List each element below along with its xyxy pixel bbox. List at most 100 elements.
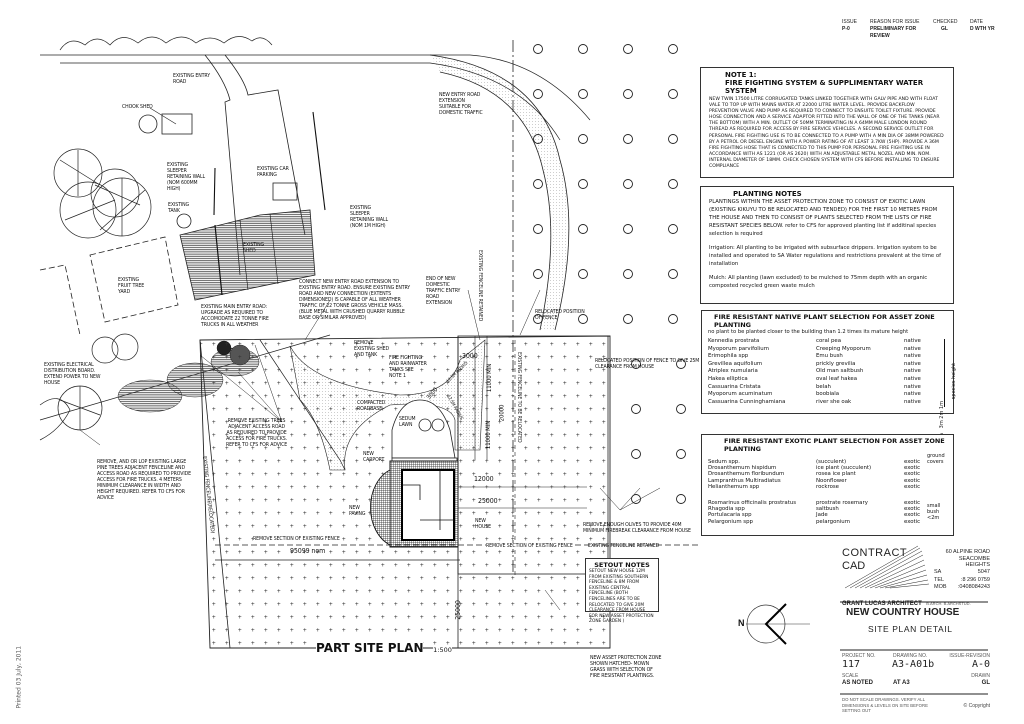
copyright-text: Copyright xyxy=(968,703,990,709)
plant-type: native xyxy=(904,383,921,390)
label-sedum-lawn: SEDUM LAWN xyxy=(399,416,416,428)
label-main-entry-road: EXISTING MAIN ENTRY ROAD: UPGRADE AS REQ… xyxy=(201,304,269,328)
note1-heading: NOTE 1: xyxy=(725,71,757,79)
dim-12000: 12000 xyxy=(474,475,494,483)
label-new-house: NEW HOUSE xyxy=(475,518,492,530)
plant-common: rockrose xyxy=(816,483,840,490)
label-new-carport: NEW CARPORT xyxy=(363,451,385,463)
plant-botanical: Myoporum parvifolium xyxy=(708,345,769,352)
firm-name-line1: CONTRACT xyxy=(842,547,908,559)
dim-25000: 25000 xyxy=(478,497,498,505)
rev-issue: P-0 xyxy=(842,26,850,32)
label-remove-trees-access: REMOVE EXISTING TREES ADJACENT ACCESS RO… xyxy=(226,418,288,448)
plant-type: exotic xyxy=(904,518,921,525)
dim-95099: 95099 nom xyxy=(290,547,326,555)
plant-botanical: Drosanthemum hispidum xyxy=(708,465,777,472)
plant-botanical: Cassuarina Cunninghamiana xyxy=(708,398,786,405)
native-plants-title: FIRE RESISTANT NATIVE PLANT SELECTION FO… xyxy=(714,313,935,329)
planting-notes-para2: Irrigation: All planting to be irrigated… xyxy=(709,245,941,267)
label-fenceline-retained-horizontal: EXISTING FENCELINE RETAINED xyxy=(588,543,660,549)
label-fruit-tree-yard: EXISTING FRUIT TREE YARD xyxy=(118,277,145,295)
plant-botanical: Myoporum acuminatum xyxy=(708,391,773,398)
label-compacted-roadbase: COMPACTED ROADBASE xyxy=(357,400,386,412)
plant-type: exotic xyxy=(904,512,921,519)
architect-quals: B.ARCH. B.ARCHSTUD. xyxy=(926,601,971,606)
plant-botanical: Sedum spp. xyxy=(708,459,740,465)
plant-type: exotic xyxy=(904,483,921,490)
copyright-icon: © xyxy=(963,703,968,709)
plant-type: exotic xyxy=(904,506,921,513)
label-remove-shed-tank: REMOVE EXISTING SHED AND TANK xyxy=(354,340,390,358)
firm-address: 60 ALPINE ROAD SEACOMBE HEIGHTS SA 5047 … xyxy=(934,549,990,590)
exotic-plants-box: FIRE RESISTANT EXOTIC PLANT SELECTION FO… xyxy=(701,434,954,536)
setout-notes-title: SETOUT NOTES xyxy=(594,561,650,569)
architect-line: GRANT LUCAS ARCHITECT B.ARCH. B.ARCHSTUD… xyxy=(842,592,971,610)
plant-botanical: Kennedia prostrata xyxy=(708,338,760,344)
issue-revision: A-0 xyxy=(971,659,990,670)
plant-type: exotic xyxy=(904,471,921,478)
plant-type: native xyxy=(904,338,921,344)
plant-botanical: Atriplex numularia xyxy=(708,368,758,375)
label-remove-olives: REMOVE ENOUGH OLIVES TO PROVIDE 40M MINI… xyxy=(583,522,691,534)
address-state: SA xyxy=(934,568,942,575)
label-end-new-domestic: END OF NEW DOMESTIC TRAFFIC ENTRY ROAD E… xyxy=(426,276,461,306)
title-block: CONTRACT CAD 60 ALPINE ROAD SEACOMBE HEI… xyxy=(840,545,990,713)
label-existing-entry-road: EXISTING ENTRY ROAD xyxy=(173,73,210,85)
plant-type: exotic xyxy=(904,500,921,507)
note1-body: NEW TWIN 17500 LITRE CORRUGATED TANKS LI… xyxy=(709,97,944,170)
plant-common: belah xyxy=(816,383,831,390)
tel-value: :8 296 0759 xyxy=(960,577,990,583)
plan-title: PART SITE PLAN 1:500 xyxy=(316,637,452,656)
label-fire-tanks: FIRE FIGHTING AND RAINWATER TANKS SEE NO… xyxy=(389,355,427,379)
copyright: © Copyright xyxy=(964,703,990,709)
label-existing-shed: EXISTING SHED xyxy=(243,242,265,254)
dim-3000-a: 3000 xyxy=(462,352,478,360)
label-electrical-board: EXISTING ELECTRICAL DISTRIBUTION BOARD. … xyxy=(44,362,101,386)
label-sleeper-wall-1m: EXISTING SLEEPER RETAINING WALL (NOM 1M … xyxy=(350,205,388,229)
label-connect-new-entry: CONNECT NEW ENTRY ROAD EXTENSION TO EXIS… xyxy=(299,279,411,321)
rev-col-reason: REASON FOR ISSUE xyxy=(870,19,920,25)
label-relocated-fence: RELOCATED POSITION OF FENCE xyxy=(535,309,585,321)
planting-notes-box: PLANTING NOTES PLANTINGS WITHIN THE ASSE… xyxy=(700,186,954,304)
mob-label: MOB xyxy=(934,583,947,590)
plan-title-text: PART SITE PLAN xyxy=(316,641,424,655)
plant-common: pelargonium xyxy=(816,518,850,525)
setout-notes-body: SETOUT NEW HOUSE 12M FROM EXISTING SOUTH… xyxy=(589,569,654,625)
project-title: NEW COUNTRY HOUSE xyxy=(846,607,960,618)
plant-type: native xyxy=(904,368,921,375)
plant-type: exotic xyxy=(904,459,921,465)
label-relocated-fence-25m: RELOCATED POSITION OF FENCE TO GIVE 25M … xyxy=(595,358,700,370)
plant-botanical: Erimophila spp xyxy=(708,353,749,360)
plant-botanical: Helianthemum spp xyxy=(708,483,760,490)
drawing-no: A3-A01b xyxy=(892,659,935,670)
height-arrow-icon xyxy=(944,339,945,407)
plant-type: exotic xyxy=(904,477,921,484)
printed-date: Printed 03 July, 2011 xyxy=(15,645,23,709)
label-existing-car-parking: EXISTING CAR PARKING xyxy=(257,166,289,178)
plant-common: ice plant (succulent) xyxy=(816,465,872,472)
drawing-no-label: DRAWING NO. xyxy=(893,653,928,659)
plant-type: exotic xyxy=(904,465,921,472)
plant-botanical: Rosmarinus officinalis prostratus xyxy=(708,500,797,507)
drawn-label: DRAWN xyxy=(971,673,990,679)
plant-type: native xyxy=(904,360,921,367)
address-line-2: SEACOMBE HEIGHTS xyxy=(958,555,990,569)
plan-scale: 1:500 xyxy=(433,646,452,654)
rev-reason: PRELIMINARY FOR REVIEW xyxy=(870,26,917,39)
tel-label: TEL xyxy=(934,577,945,583)
plant-common: Noonflower xyxy=(816,477,847,484)
mob-value: :0408084243 xyxy=(957,583,990,590)
